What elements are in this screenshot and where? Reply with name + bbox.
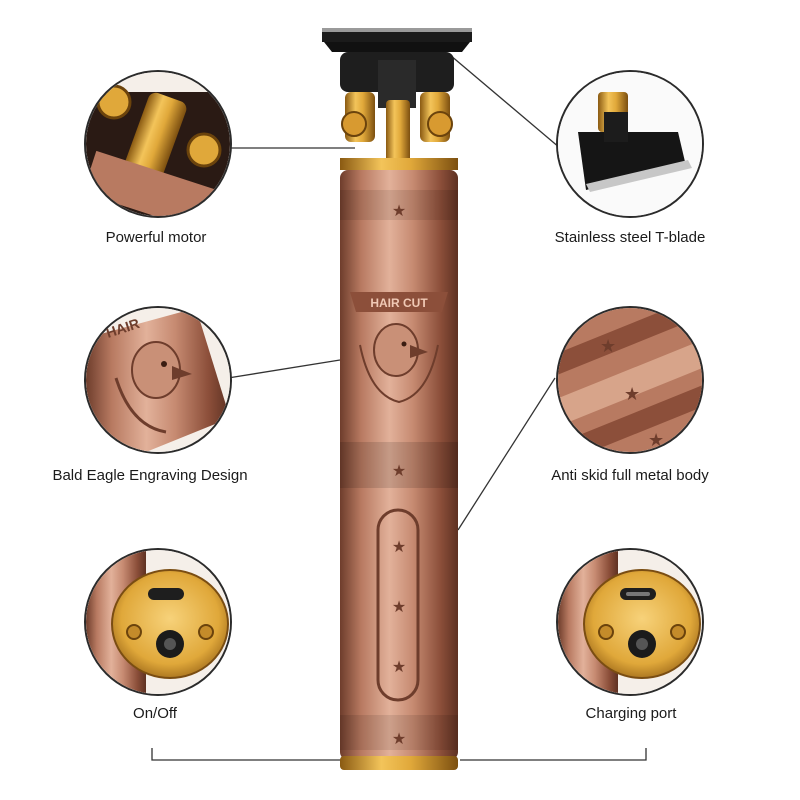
svg-text:★: ★ xyxy=(392,539,406,556)
blade-closeup xyxy=(558,72,702,216)
svg-text:★: ★ xyxy=(648,430,664,450)
motor-label: Powerful motor xyxy=(105,229,207,246)
engraving-label: Bald Eagle Engraving Design xyxy=(52,467,248,484)
svg-text:★: ★ xyxy=(392,659,406,676)
t-blade xyxy=(322,28,472,108)
body-label: Anti skid full metal body xyxy=(551,467,709,484)
svg-text:★: ★ xyxy=(392,731,406,748)
connector-lines xyxy=(151,54,647,761)
engraving-text: HAIR CUT xyxy=(370,296,428,310)
switch-detail-circle xyxy=(84,548,232,696)
switch-closeup xyxy=(86,550,230,694)
engraving-detail-circle: HAIR xyxy=(84,306,232,454)
port-label: Charging port xyxy=(585,705,677,722)
body-closeup: ★ ★ ★ xyxy=(558,308,702,452)
port-detail-circle xyxy=(556,548,704,696)
gold-motor xyxy=(340,92,458,170)
svg-text:★: ★ xyxy=(600,336,616,356)
svg-text:★: ★ xyxy=(392,203,406,220)
motor-closeup xyxy=(86,72,230,216)
svg-text:★: ★ xyxy=(624,384,640,404)
switch-label: On/Off xyxy=(133,705,177,722)
body-detail-circle: ★ ★ ★ xyxy=(556,306,704,454)
blade-detail-circle xyxy=(556,70,704,218)
motor-detail-circle xyxy=(84,70,232,218)
port-closeup xyxy=(558,550,702,694)
svg-text:★: ★ xyxy=(392,463,406,480)
engraving-closeup: HAIR xyxy=(86,308,230,452)
svg-text:★: ★ xyxy=(392,599,406,616)
trimmer-body: ★ ★ ★ ★ ★ ★ HAIR CUT xyxy=(340,170,458,770)
blade-label: Stainless steel T-blade xyxy=(554,229,706,246)
